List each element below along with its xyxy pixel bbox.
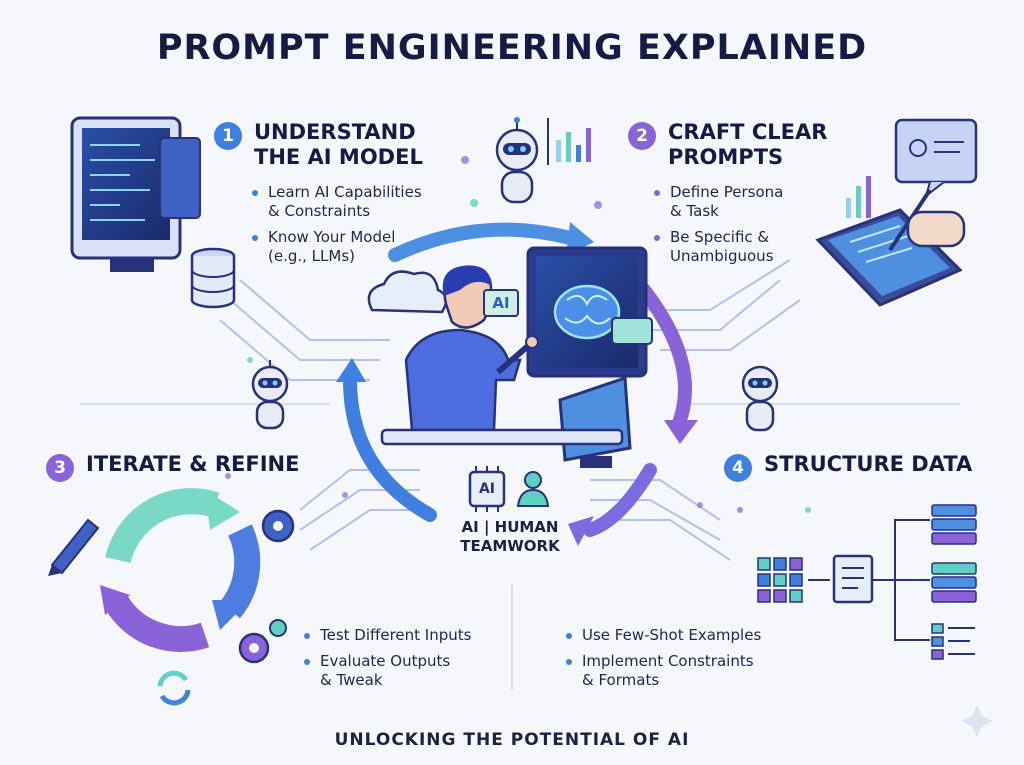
section-number: 3 (46, 454, 74, 482)
section-number: 2 (628, 122, 656, 150)
section-craft: 2 CRAFT CLEAR PROMPTS (628, 120, 827, 170)
bar-chart-icon-right (846, 176, 871, 218)
list-lines (948, 627, 975, 655)
section-structure: 4 STRUCTURE DATA (724, 452, 972, 482)
section-structure-bullets: Use Few-Shot Examples Implement Constrai… (566, 626, 786, 697)
desktop-monitor-icon (558, 375, 632, 468)
bullet-item: Know Your Model (e.g., LLMs) (252, 228, 452, 266)
section-understand-bullets: Learn AI Capabilities & Constraints Know… (252, 183, 452, 273)
gear-icon-large (261, 509, 295, 543)
section-title: ITERATE & REFINE (86, 452, 300, 476)
user-avatar-icon (516, 471, 550, 507)
footer-tagline: UNLOCKING THE POTENTIAL OF AI (334, 730, 690, 750)
bullet-item: Implement Constraints & Formats (566, 652, 786, 690)
gear-icon-small (238, 619, 287, 664)
ai-chip-icon (468, 466, 506, 512)
section-title: UNDERSTAND THE AI MODEL (254, 120, 423, 169)
ai-chip-label: AI (478, 481, 496, 497)
circuit-lines (219, 259, 801, 561)
chat-bubble-icon (894, 118, 978, 199)
section-craft-bullets: Define Persona & Task Be Specific & Unam… (654, 183, 824, 273)
grid-icon (757, 557, 830, 603)
bullet-item: Test Different Inputs (304, 626, 504, 645)
document-icon (832, 554, 874, 604)
bar-chart-icon-top (547, 118, 591, 165)
bullet-item: Define Persona & Task (654, 183, 824, 221)
ai-speech-badge: AI (483, 289, 519, 317)
section-understand: 1 UNDERSTAND THE AI MODEL (214, 120, 423, 170)
section-number: 4 (724, 454, 752, 482)
tree-connectors (872, 519, 930, 641)
robot-icon-top (495, 117, 539, 204)
bullet-item: Evaluate Outputs & Tweak (304, 652, 504, 690)
section-title: STRUCTURE DATA (764, 452, 973, 476)
structured-records (931, 504, 977, 660)
robot-icon-right (741, 365, 779, 432)
refresh-icon (157, 670, 191, 706)
section-iterate-bullets: Test Different Inputs Evaluate Outputs &… (304, 626, 504, 697)
section-iterate: 3 ITERATE & REFINE (46, 452, 299, 482)
monitor-icon (70, 116, 201, 272)
person-icon (404, 265, 539, 432)
bullet-item: Learn AI Capabilities & Constraints (252, 183, 452, 221)
brain-monitor-icon (526, 246, 653, 378)
section-number: 1 (214, 122, 242, 150)
section-title: CRAFT CLEAR PROMPTS (668, 120, 828, 169)
page-title: PROMPT ENGINEERING EXPLAINED (156, 28, 868, 68)
teamwork-label: AI | HUMAN TEAMWORK (460, 518, 560, 555)
bullet-item: Be Specific & Unambiguous (654, 228, 824, 266)
cloud-icon (367, 270, 448, 314)
cycle-arrows-center (343, 222, 692, 537)
pencil-icon (48, 518, 100, 576)
database-icon (190, 247, 236, 309)
robot-icon-left (251, 360, 289, 430)
decor-dots (225, 156, 743, 513)
tablet-icon (815, 188, 966, 307)
sparkle-icon (961, 705, 993, 737)
bullet-item: Use Few-Shot Examples (566, 626, 786, 645)
desk (380, 428, 624, 446)
